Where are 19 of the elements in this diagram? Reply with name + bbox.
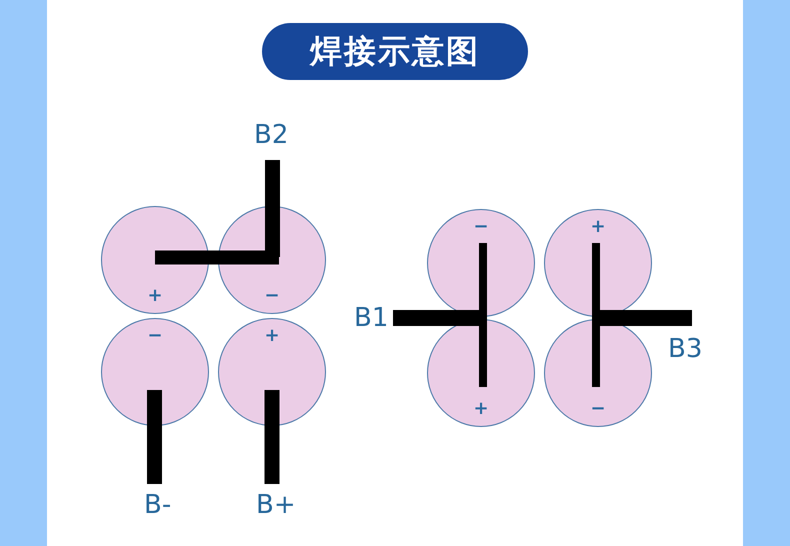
polarity-sign: − bbox=[473, 218, 489, 236]
nickel-strip bbox=[264, 390, 280, 484]
nickel-strip bbox=[592, 243, 600, 387]
title-banner: 焊接示意图 bbox=[262, 23, 528, 80]
terminal-label: B+ bbox=[256, 490, 296, 520]
polarity-sign: + bbox=[473, 400, 489, 418]
polarity-sign: + bbox=[264, 327, 280, 345]
nickel-strip bbox=[147, 390, 162, 484]
terminal-label: B- bbox=[144, 490, 172, 520]
nickel-strip bbox=[479, 243, 487, 387]
terminal-label: B3 bbox=[668, 334, 702, 364]
polarity-sign: − bbox=[147, 327, 163, 345]
polarity-sign: − bbox=[264, 287, 280, 305]
polarity-sign: + bbox=[147, 287, 163, 305]
polarity-sign: + bbox=[590, 218, 606, 236]
nickel-strip bbox=[155, 250, 279, 264]
terminal-label: B1 bbox=[354, 303, 388, 333]
polarity-sign: − bbox=[590, 400, 606, 418]
terminal-label: B2 bbox=[254, 120, 288, 150]
